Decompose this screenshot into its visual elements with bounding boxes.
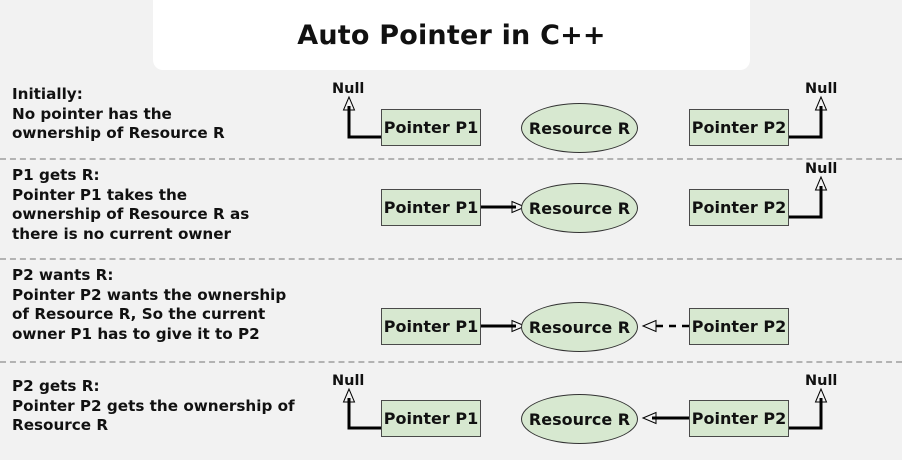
row-heading: P1 gets R: <box>12 166 100 184</box>
null-label-p2: Null <box>805 161 838 177</box>
pointer-p1-node: Pointer P1 <box>381 400 481 437</box>
null-label-p1: Null <box>332 81 365 97</box>
pointer-p1-label: Pointer P1 <box>383 409 479 428</box>
resource-r-node: Resource R <box>521 183 638 233</box>
pointer-p2-node: Pointer P2 <box>689 308 789 345</box>
null-arrowhead-p1 <box>342 387 356 403</box>
ownership-arrowhead-p1 <box>511 200 527 214</box>
row-line: of Resource R, So the current <box>12 305 266 323</box>
resource-r-node: Resource R <box>521 394 638 444</box>
row-line: Pointer P2 gets the ownership of <box>12 396 295 415</box>
pointer-p2-node: Pointer P2 <box>689 400 789 437</box>
pointer-p2-label: Pointer P2 <box>691 198 787 217</box>
null-connector-p1 <box>347 106 381 139</box>
pointer-p2-node: Pointer P2 <box>689 189 789 226</box>
null-connector-p2 <box>789 398 823 430</box>
resource-r-node: Resource R <box>521 103 638 153</box>
row-line: Pointer P2 wants the ownership <box>12 285 287 304</box>
null-label-p1: Null <box>332 373 365 389</box>
row-description-p2-gets-r: P2 gets R: Pointer P2 gets the ownership… <box>12 377 332 436</box>
pointer-p1-label: Pointer P1 <box>383 198 479 217</box>
pointer-p2-label: Pointer P2 <box>691 409 787 428</box>
pointer-p1-node: Pointer P1 <box>381 189 481 226</box>
row-divider-3 <box>0 361 902 363</box>
row-line: ownership of Resource R as <box>12 205 250 223</box>
row-divider-1 <box>0 158 902 160</box>
resource-r-label: Resource R <box>528 198 631 218</box>
row-heading: Initially: <box>12 85 83 103</box>
row-description-initially: Initially: No pointer has the ownership … <box>12 85 332 144</box>
null-label-p2: Null <box>805 81 838 97</box>
pointer-p2-label: Pointer P2 <box>691 317 787 336</box>
pointer-p1-label: Pointer P1 <box>383 317 479 336</box>
resource-r-node: Resource R <box>521 302 638 352</box>
null-connector-p2 <box>789 106 823 139</box>
request-arrowhead-p2 <box>641 319 657 333</box>
page-title: Auto Pointer in C++ <box>297 19 606 51</box>
null-connector-p1 <box>347 398 381 430</box>
row-divider-2 <box>0 258 902 260</box>
row-line: Resource R <box>12 416 109 434</box>
row-line: Pointer P1 takes the <box>12 185 188 204</box>
row-line: No pointer has the <box>12 104 172 123</box>
resource-r-label: Resource R <box>528 118 631 138</box>
row-line: ownership of Resource R <box>12 124 225 142</box>
null-arrowhead-p2 <box>814 387 828 403</box>
null-arrowhead-p2 <box>814 175 828 191</box>
ownership-arrowhead-p1 <box>511 319 527 333</box>
pointer-p2-label: Pointer P2 <box>691 118 787 137</box>
resource-r-label: Resource R <box>528 317 631 337</box>
null-arrowhead-p2 <box>814 95 828 111</box>
row-description-p2-wants-r: P2 wants R: Pointer P2 wants the ownersh… <box>12 266 332 344</box>
row-line: owner P1 has to give it to P2 <box>12 324 260 343</box>
ownership-arrowhead-p2 <box>641 411 657 425</box>
row-description-p1-gets-r: P1 gets R: Pointer P1 takes the ownershi… <box>12 166 332 244</box>
null-arrowhead-p1 <box>342 95 356 111</box>
resource-r-label: Resource R <box>528 409 631 429</box>
pointer-p1-node: Pointer P1 <box>381 308 481 345</box>
null-connector-p2 <box>789 186 823 219</box>
row-heading: P2 gets R: <box>12 377 100 395</box>
pointer-p1-node: Pointer P1 <box>381 109 481 146</box>
null-label-p2: Null <box>805 373 838 389</box>
pointer-p1-label: Pointer P1 <box>383 118 479 137</box>
pointer-p2-node: Pointer P2 <box>689 109 789 146</box>
title-card: Auto Pointer in C++ <box>153 0 750 70</box>
row-line: there is no current owner <box>12 224 232 243</box>
row-heading: P2 wants R: <box>12 266 114 284</box>
